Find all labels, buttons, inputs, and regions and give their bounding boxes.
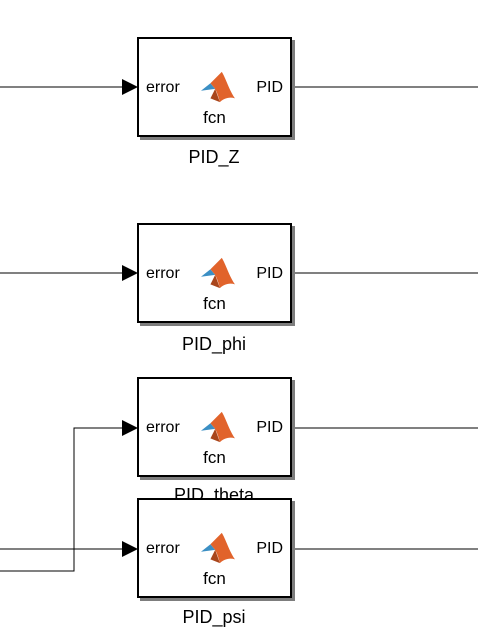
matlab-logo-icon [201,257,235,289]
input-arrow-pid-psi [122,541,138,557]
function-name: fcn [203,569,226,588]
block-pid-psi[interactable]: error PID fcn [137,498,292,598]
input-line-pid-theta[interactable] [0,427,122,572]
input-arrow-pid-z [122,79,138,95]
block-name-pid-psi[interactable]: PID_psi [182,607,246,627]
input-port-label: error [146,419,180,436]
matlab-logo-icon [201,411,235,443]
output-port-label: PID [256,419,283,436]
matlab-logo-icon [201,532,235,564]
input-port-label: error [146,265,180,282]
block-pid-phi[interactable]: error PID fcn [137,223,292,323]
block-name-pid-z[interactable]: PID_Z [188,147,240,167]
input-port-label: error [146,540,180,557]
matlab-logo-icon [201,71,235,103]
output-port-label: PID [256,540,283,557]
input-arrow-pid-phi [122,265,138,281]
block-pid-theta[interactable]: error PID fcn [137,377,292,477]
function-name: fcn [203,108,226,127]
function-name: fcn [203,294,226,313]
output-port-label: PID [256,265,283,282]
function-name: fcn [203,448,226,467]
output-port-label: PID [256,79,283,96]
input-arrow-pid-theta [122,420,138,436]
block-pid-z[interactable]: error PID fcn [137,37,292,137]
block-name-pid-phi[interactable]: PID_phi [181,334,247,354]
input-port-label: error [146,79,180,96]
